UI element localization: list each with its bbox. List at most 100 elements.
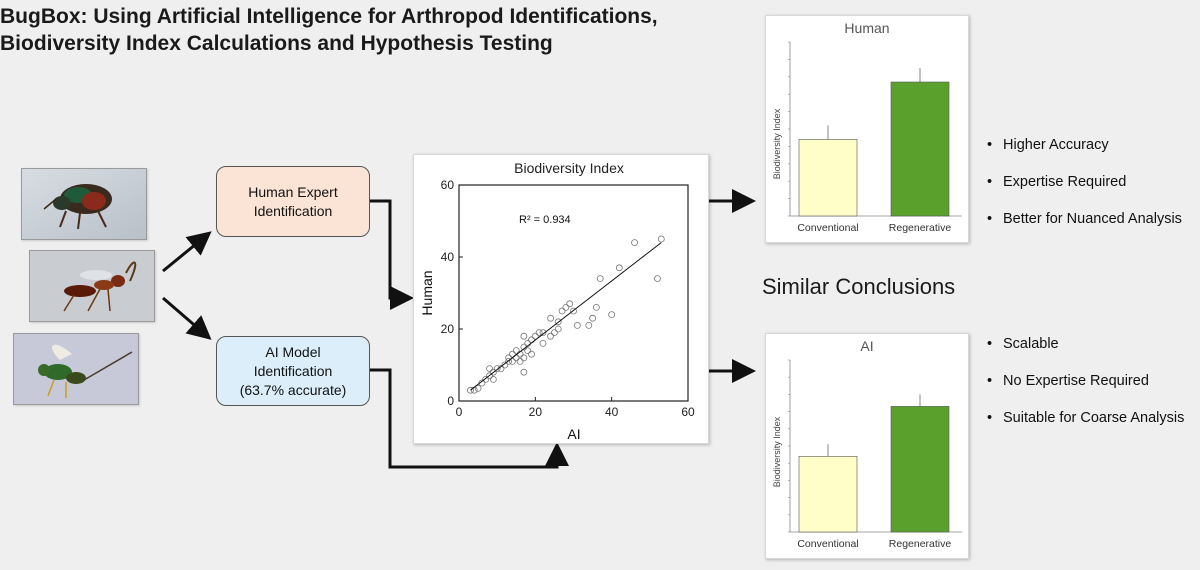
scatter-point [539, 339, 547, 347]
bar [798, 456, 858, 533]
scatter-x-label: AI [567, 426, 580, 442]
scatter-point [516, 357, 524, 365]
bar [890, 81, 950, 217]
ai-chart-y-label: Biodiversity Index [772, 416, 782, 487]
similar-conclusions-label: Similar Conclusions [762, 274, 956, 299]
y-tick-label: 0 [447, 394, 454, 408]
page-title: BugBox: Using Artificial Intelligence fo… [0, 3, 658, 57]
scatter-point [520, 354, 528, 362]
scatter-panel: Biodiversity Index 0 20 40 60 0 20 40 60 R² = 0… [413, 154, 709, 444]
scatter-point [551, 329, 558, 337]
list-item: •Expertise Required [987, 174, 1127, 190]
scatter-point [520, 332, 528, 340]
human-bullet-list: •Higher Accuracy •Expertise Required •Be… [987, 137, 1197, 237]
category-label: Conventional [797, 222, 858, 234]
scatter-point [489, 375, 497, 383]
beetle-image [22, 169, 146, 239]
wasp-image [30, 251, 154, 321]
arrow-to-ai [162, 296, 212, 340]
ai-bullet-list: •Scalable •No Expertise Required •Suitab… [987, 336, 1197, 436]
y-tick-label: 20 [441, 322, 455, 336]
fit-line [470, 242, 662, 391]
scatter-point [608, 311, 616, 319]
x-tick-label: 60 [681, 405, 695, 419]
scatter-point [654, 275, 661, 282]
scatter-point [547, 332, 555, 340]
scatter-plot-frame [458, 184, 689, 402]
title-line-2: Biodiversity Index Calculations and Hypo… [0, 32, 553, 55]
x-tick-label: 40 [605, 405, 619, 419]
bar [890, 406, 950, 533]
list-item: •No Expertise Required [987, 373, 1149, 389]
scatter-point [539, 329, 547, 337]
scatter-point [493, 365, 501, 373]
scatter-point [520, 368, 528, 376]
r-squared-annotation: R² = 0.934 [519, 214, 571, 226]
title-line-1: BugBox: Using Artificial Intelligence fo… [0, 5, 658, 28]
scatter-point [531, 332, 539, 340]
scatter-point [554, 325, 562, 333]
y-tick-label: 60 [441, 178, 455, 192]
scatter-point [486, 372, 493, 380]
arrow-ai-to-scatter [370, 368, 569, 469]
scatter-point [528, 350, 535, 358]
insect-photo-1 [21, 168, 147, 240]
scatter-point [501, 361, 509, 369]
human-expert-box: Human Expert Identification [216, 166, 370, 237]
scatter-point [509, 357, 516, 365]
scatter-point [482, 375, 490, 383]
arrow-human-to-scatter [370, 199, 414, 310]
scatter-point [573, 321, 581, 329]
human-box-line-1: Human Expert [248, 183, 338, 200]
ai-box-line-3: (63.7% accurate) [239, 381, 347, 398]
list-item: •Scalable [987, 336, 1059, 352]
scatter-point [631, 239, 638, 246]
y-tick-label: 40 [441, 250, 455, 264]
scatter-point [470, 386, 478, 394]
human-chart-y-label: Biodiversity Index [772, 108, 782, 179]
scatter-point [589, 314, 596, 322]
category-label: Regenerative [889, 222, 952, 234]
ai-chart-title: AI [860, 338, 873, 354]
human-bar-panel: Human Biodiversity Index Conventional Reg… [765, 15, 969, 243]
scatter-point [585, 321, 593, 329]
human-bar-chart: Human Biodiversity Index Conventional Reg… [772, 20, 962, 234]
scatter-point [562, 303, 570, 311]
scatter-point [486, 365, 493, 373]
scatter-point [467, 386, 474, 394]
x-tick-label: 20 [529, 405, 543, 419]
scatter-point [615, 264, 623, 272]
scatter-point [505, 357, 513, 365]
scatter-point [478, 379, 486, 387]
x-tick-label: 0 [456, 405, 463, 419]
category-label: Regenerative [889, 538, 952, 550]
scatter-point [535, 329, 543, 337]
human-chart-title: Human [844, 20, 889, 36]
scatter-title: Biodiversity Index [514, 160, 624, 176]
scatter-point [489, 368, 497, 376]
scatter-point [657, 235, 665, 243]
scatter-point [566, 300, 574, 308]
arrow-to-human [162, 231, 212, 273]
human-box-line-2: Identification [253, 202, 333, 219]
scatter-point [505, 354, 513, 362]
insect-photo-3 [13, 333, 139, 405]
scatter-point [558, 307, 566, 315]
list-item: •Higher Accuracy [987, 137, 1109, 153]
bar [798, 139, 858, 217]
ai-model-box: AI Model Identification (63.7% accurate) [216, 336, 370, 406]
ai-box-line-1: AI Model [265, 343, 321, 360]
scatter-point [554, 318, 562, 326]
scatter-point [592, 303, 600, 311]
ai-box-line-2: Identification [253, 362, 333, 379]
green-wasp-image [14, 334, 138, 404]
scatter-point [512, 347, 520, 355]
scatter-point [524, 347, 532, 355]
scatter-y-label: Human [419, 270, 435, 315]
scatter-chart: Biodiversity Index 0 20 40 60 0 20 40 60 R² = 0… [419, 160, 695, 442]
scatter-point [547, 314, 555, 322]
scatter-point [570, 307, 577, 315]
